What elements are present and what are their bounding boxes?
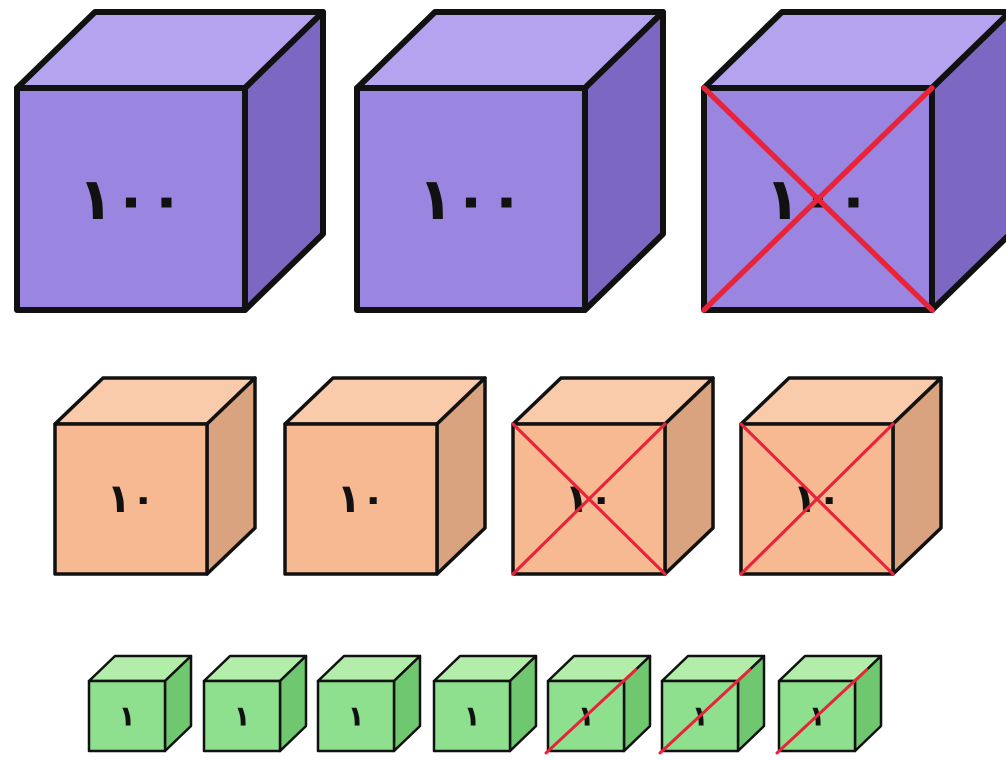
ones-block: ١ [546,656,650,753]
block-value-label: ١٠٠ [418,165,524,233]
hundreds-block: ١٠٠ [17,12,323,310]
tens-row: ١٠١٠١٠١٠ [55,378,941,574]
tens-block: ١٠ [513,378,713,574]
block-value-label: ١٠ [107,476,156,522]
ones-block: ١ [434,656,536,751]
tens-block: ١٠ [55,378,255,574]
block-value-label: ١ [347,700,364,733]
tens-block: ١٠ [285,378,485,574]
ones-block: ١ [318,656,420,751]
block-value-label: ١٠٠ [78,165,184,233]
hundreds-row: ١٠٠ ١٠٠ ١٠٠ [17,12,1006,310]
block-value-label: ١ [463,700,480,733]
hundreds-block: ١٠٠ [357,12,663,310]
tens-block: ١٠ [741,378,941,574]
ones-block: ١ [777,656,881,753]
ones-block: ١ [660,656,764,753]
block-value-label: ١ [233,700,250,733]
ones-row: ١١١١١١١ [89,656,881,753]
block-value-label: ١ [118,700,135,733]
ones-block: ١ [89,656,191,751]
block-value-label: ١٠ [337,476,386,522]
hundreds-block: ١٠٠ [704,12,1006,310]
ones-block: ١ [204,656,306,751]
